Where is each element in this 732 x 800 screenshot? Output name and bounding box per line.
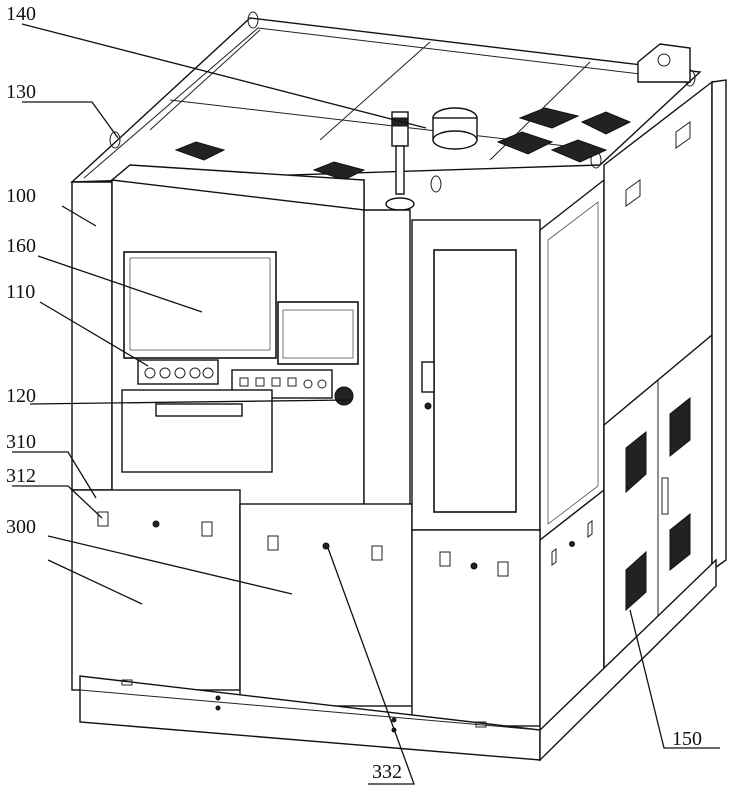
exhaust-cylinder [433,108,477,149]
label-120: 120 [6,385,36,407]
label-130: 130 [6,81,36,103]
label-332: 332 [372,761,402,783]
label-160: 160 [6,235,36,257]
label-150: 150 [672,728,702,750]
roof-box [638,44,690,82]
side-panel-right [712,80,726,570]
label-312: 312 [6,465,36,487]
label-310: 310 [6,431,36,453]
top-roof [72,18,700,182]
lower-cabinet [72,490,412,706]
right-cabinet [412,180,604,730]
label-300: 300 [6,516,36,538]
label-140: 140 [6,3,36,25]
label-100: 100 [6,185,36,207]
label-110: 110 [6,281,35,303]
